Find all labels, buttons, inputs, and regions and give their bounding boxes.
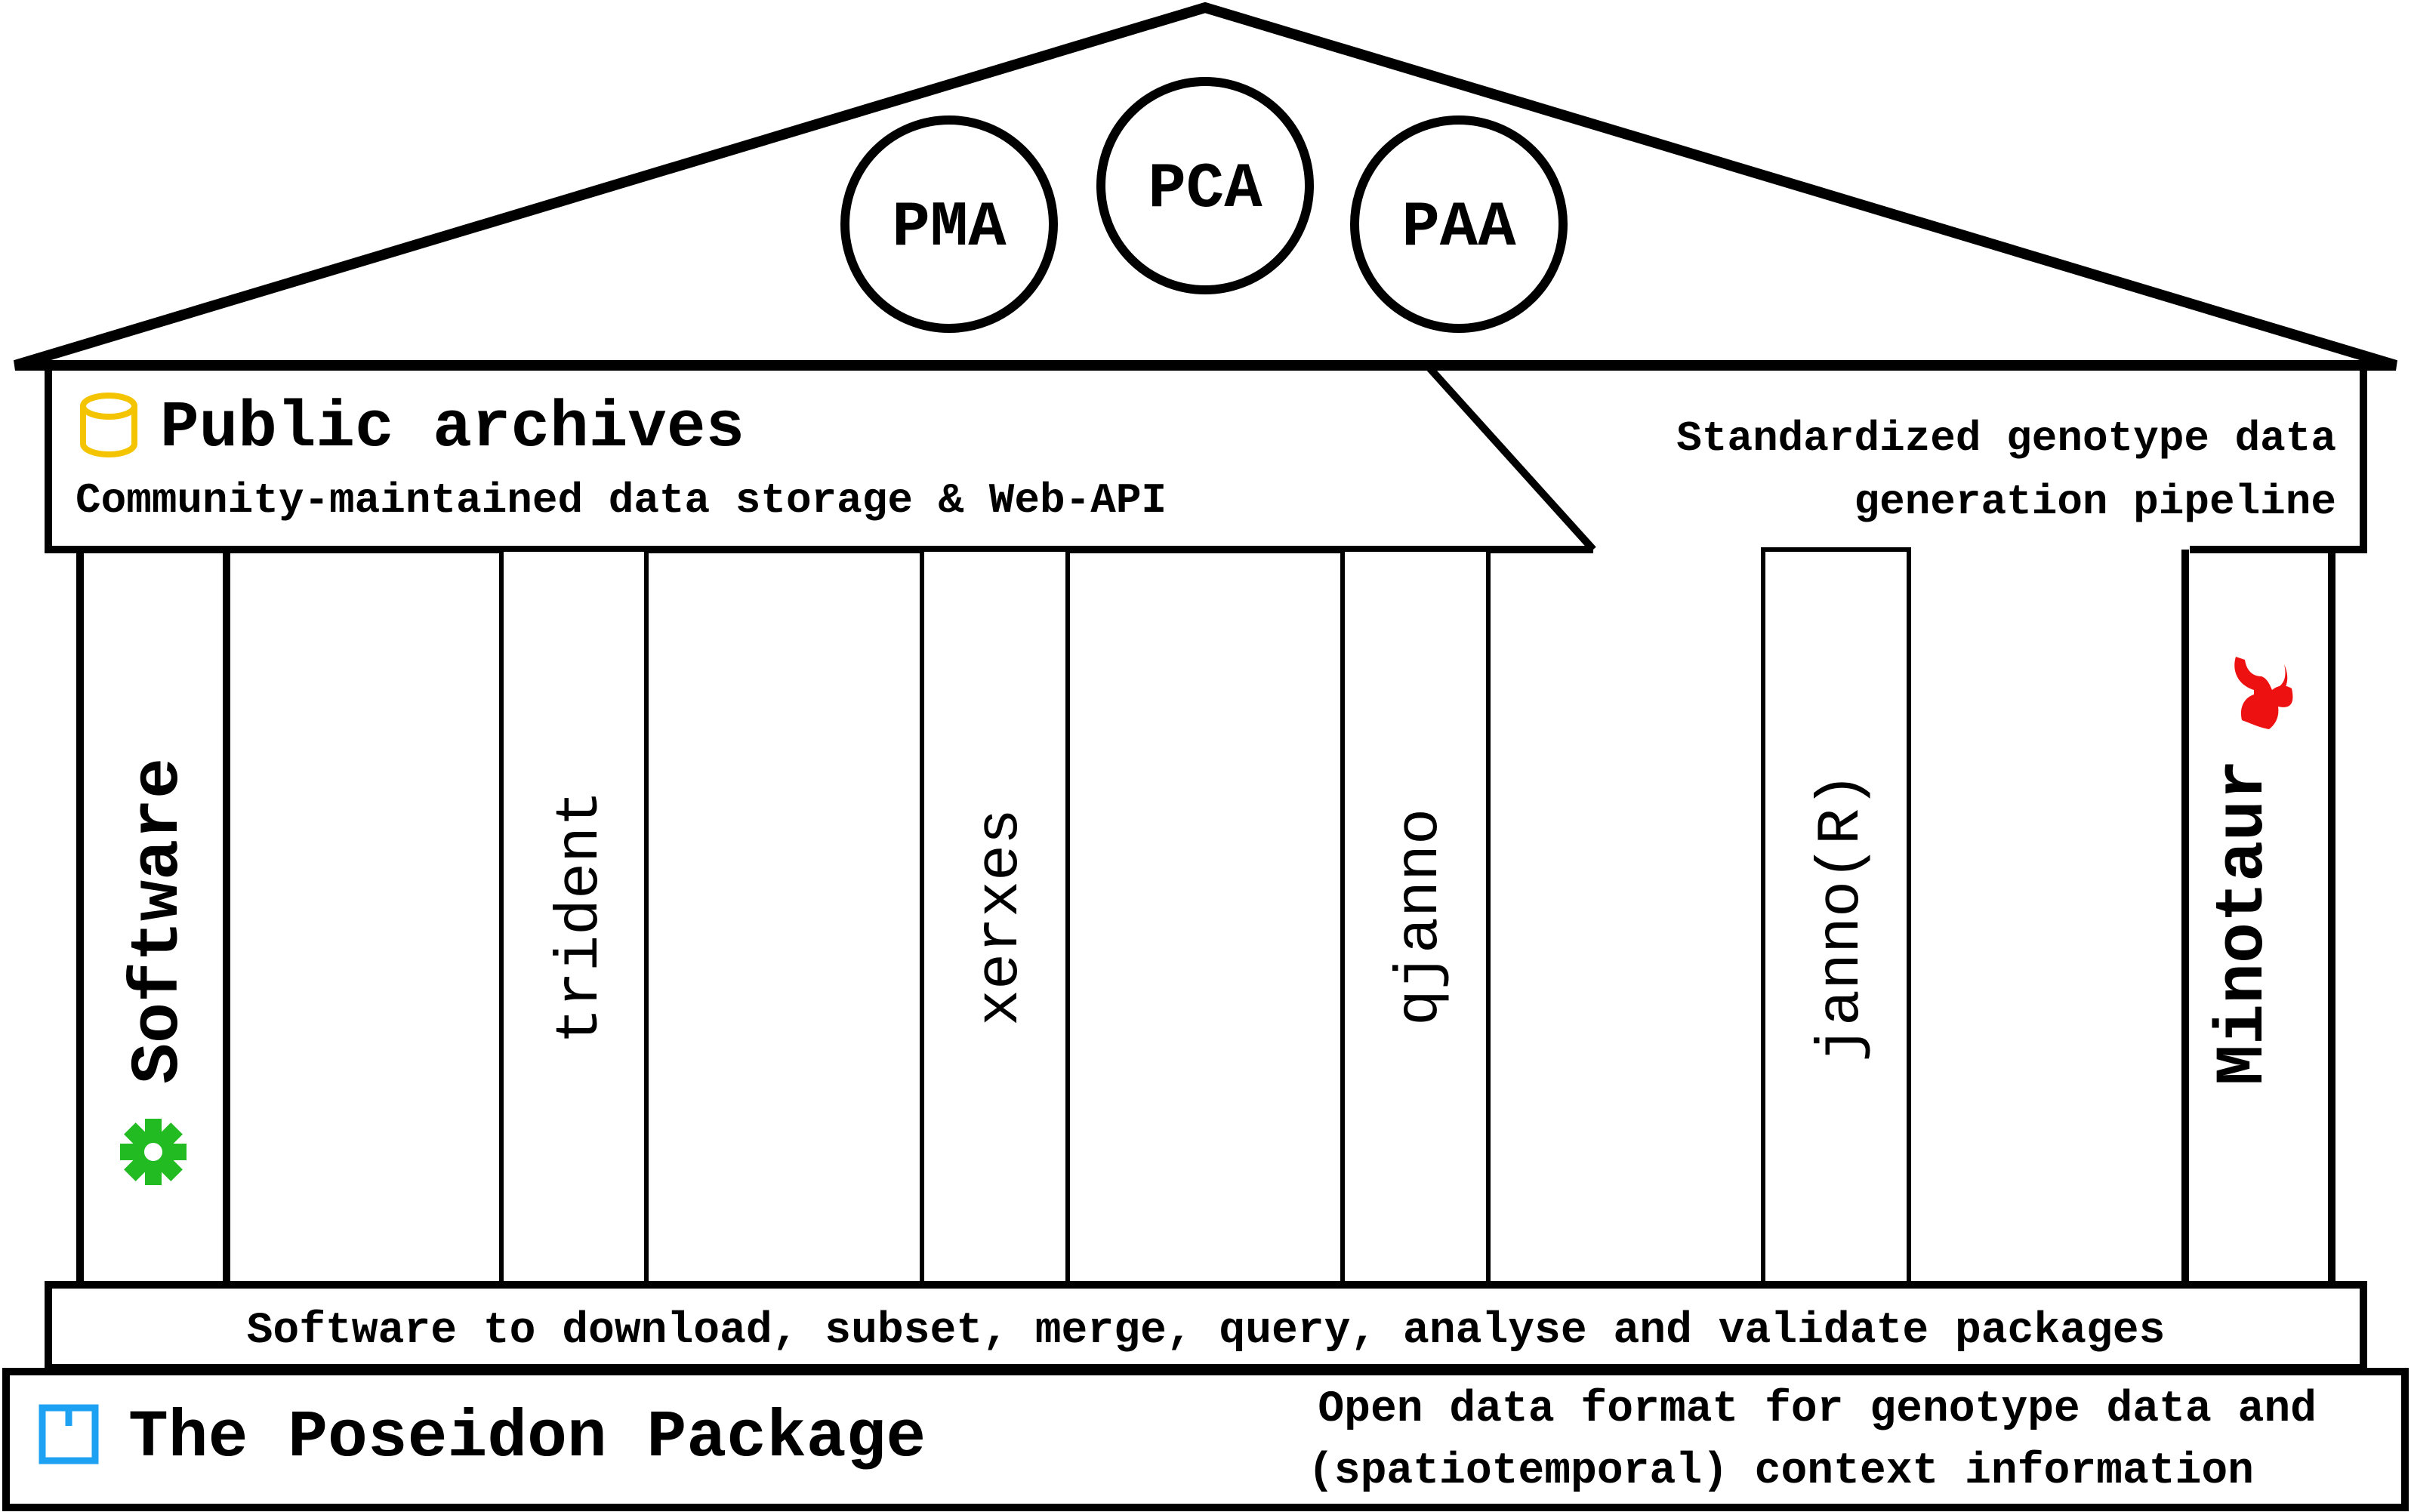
pca-circle: PCA	[1096, 77, 1314, 294]
tool-label-janno-r: janno(R)	[1808, 772, 1876, 1062]
pipeline-line-2: generation pipeline	[1854, 478, 2336, 526]
pca-label: PCA	[1148, 154, 1263, 226]
entablature-divider	[1424, 362, 1596, 553]
minotaur-column	[2328, 550, 2367, 1368]
pma-circle: PMA	[840, 115, 1058, 333]
package-desc-line-2: (spatiotemporal) context information	[1308, 1447, 2254, 1496]
package-foundation	[2, 1368, 2409, 1511]
column-trident	[499, 547, 649, 1287]
tool-label-xerxes: xerxes	[967, 808, 1035, 1026]
software-base-band	[45, 1281, 2367, 1372]
minotaur-label: Minotaur	[2206, 759, 2283, 1085]
tool-label-qjanno: qjanno	[1386, 808, 1455, 1026]
pma-label: PMA	[892, 192, 1007, 264]
column-qjanno	[1340, 547, 1491, 1287]
pipeline-line-1: Standardized genotype data	[1676, 414, 2336, 463]
bull-head-icon	[2234, 657, 2293, 729]
package-desc-line-1: Open data format for genotype data and	[1318, 1385, 2317, 1434]
gear-icon	[120, 1119, 187, 1185]
archives-title: Public archives	[160, 391, 745, 465]
database-icon	[80, 393, 137, 457]
paa-circle: PAA	[1350, 115, 1568, 333]
package-title: The Poseidon Package	[128, 1401, 926, 1476]
tool-label-trident: trident	[547, 790, 615, 1044]
paa-label: PAA	[1401, 192, 1516, 264]
software-base-text: Software to download, subset, merge, que…	[247, 1307, 2166, 1356]
software-label: Software	[121, 758, 198, 1084]
archives-subtitle: Community-maintained data storage & Web-…	[76, 476, 1167, 525]
software-column	[45, 550, 84, 1368]
package-box-icon	[39, 1404, 99, 1464]
